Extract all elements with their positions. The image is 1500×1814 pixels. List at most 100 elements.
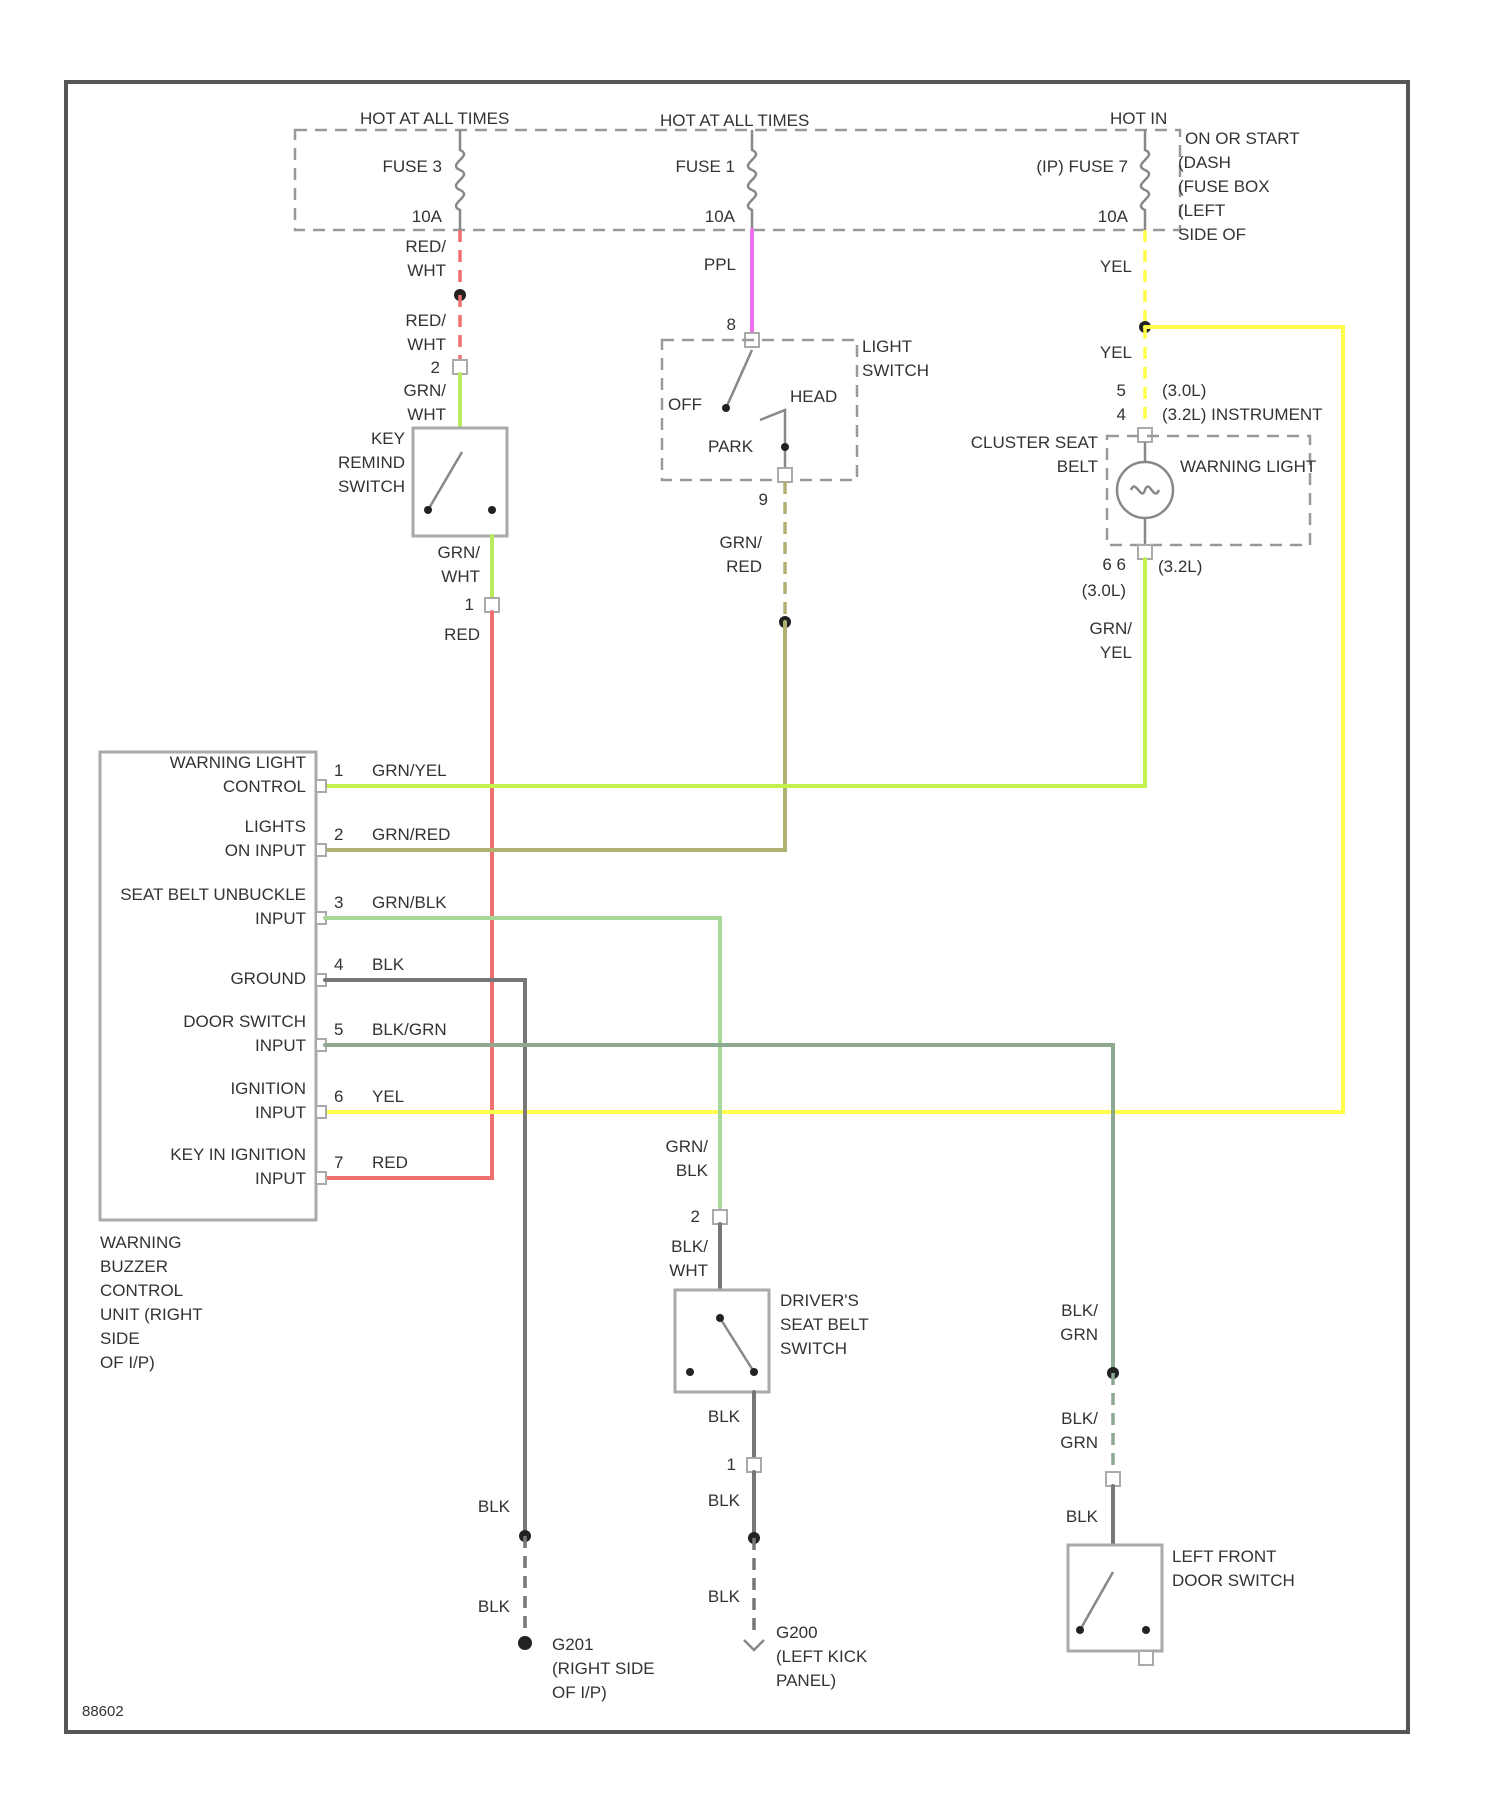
key-remind-switch-contact-2: [488, 506, 496, 514]
fuse-box-label-1: (DASH: [1178, 153, 1231, 172]
light-switch-park-dot: [781, 443, 789, 451]
ground-g201-label-3: OF I/P): [552, 1683, 607, 1702]
warning-light-label: WARNING LIGHT: [1180, 457, 1316, 476]
wire-red-wht-a-label-1: RED/: [405, 237, 446, 256]
buzzer-wire-color: GRN/YEL: [372, 761, 447, 780]
ground-g200-icon: [744, 1640, 764, 1650]
fuse-7-symbol: [1141, 130, 1149, 230]
seat-switch-pin-bottom: 1: [727, 1455, 736, 1474]
wire-blk-ground-label-2: BLK: [478, 1597, 511, 1616]
door-switch-contact-1: [1076, 1626, 1084, 1634]
buzzer-input-label: GROUND: [230, 969, 306, 988]
fuse-1-symbol: [748, 130, 756, 230]
light-switch-pin-top: 8: [727, 315, 736, 334]
key-remind-switch-box: [413, 428, 507, 536]
buzzer-wire-color: BLK/GRN: [372, 1020, 447, 1039]
cluster-label-1: CLUSTER SEAT: [971, 433, 1098, 452]
buzzer-pin-number: 4: [334, 955, 343, 974]
fuse-7-amp: 10A: [1098, 207, 1129, 226]
fuse-3-amp: 10A: [412, 207, 443, 226]
wire-yel-label-2: YEL: [1100, 343, 1132, 362]
key-remind-switch-contact-1: [424, 506, 432, 514]
cluster-variant-1: (3.0L): [1162, 381, 1206, 400]
buzzer-input-label-2: ON INPUT: [225, 841, 306, 860]
buzzer-caption-1: WARNING: [100, 1233, 182, 1252]
left-front-door-switch-box: [1068, 1545, 1162, 1651]
fuse-box-label-2: (FUSE BOX: [1178, 177, 1270, 196]
wire-grn-red-label-2: RED: [726, 557, 762, 576]
door-switch-label-2: DOOR SWITCH: [1172, 1571, 1295, 1590]
wire-red-label: RED: [444, 625, 480, 644]
ground-g200-label-3: PANEL): [776, 1671, 836, 1690]
fuse-feed-2: HOT AT ALL TIMES: [660, 111, 809, 130]
buzzer-wire-color: BLK: [372, 955, 405, 974]
light-switch-park: PARK: [708, 437, 754, 456]
fuse-feed-3-cont: ON OR START: [1185, 129, 1300, 148]
wire-blk-ground: [325, 980, 525, 1536]
buzzer-wire-color: RED: [372, 1153, 408, 1172]
key-remind-label-1: KEY: [371, 429, 405, 448]
buzzer-pin-number: 7: [334, 1153, 343, 1172]
buzzer-pin-number: 2: [334, 825, 343, 844]
wire-blk-wht-label-2: WHT: [669, 1261, 708, 1280]
buzzer-input-label: LIGHTS: [245, 817, 306, 836]
wire-blk-ground-label-1: BLK: [478, 1497, 511, 1516]
light-switch-title-1: LIGHT: [862, 337, 912, 356]
key-switch-pin-bottom: 1: [465, 595, 474, 614]
buzzer-input-label: KEY IN IGNITION: [170, 1145, 306, 1164]
buzzer-caption-4: UNIT (RIGHT: [100, 1305, 203, 1324]
seat-switch-label-1: DRIVER'S: [780, 1291, 859, 1310]
buzzer-input-label-2: INPUT: [255, 909, 306, 928]
fuse-feed-1: HOT AT ALL TIMES: [360, 109, 509, 128]
cluster-pin-66: 6 6: [1102, 555, 1126, 574]
wire-grn-blk-label-2: BLK: [676, 1161, 709, 1180]
buzzer-input-label-2: INPUT: [255, 1169, 306, 1188]
light-switch-off: OFF: [668, 395, 702, 414]
warning-lamp-filament: [1131, 487, 1159, 494]
door-switch-contact-2: [1142, 1626, 1150, 1634]
buzzer-pin-number: 3: [334, 893, 343, 912]
fuse-box-label-3: (LEFT: [1178, 201, 1225, 220]
cluster-variant-3: (3.2L): [1158, 557, 1202, 576]
wire-blk-grn-label-2: GRN: [1060, 1325, 1098, 1344]
seat-switch-connector-bottom: [747, 1458, 761, 1472]
buzzer-pin-terminal: [316, 1106, 326, 1118]
light-switch-head: HEAD: [790, 387, 837, 406]
wire-red-wht-a-label-2: WHT: [407, 261, 446, 280]
buzzer-pin-number: 6: [334, 1087, 343, 1106]
key-switch-connector-bottom: [485, 598, 499, 612]
seat-belt-switch-contact-1: [716, 1314, 724, 1322]
buzzer-wire-color: YEL: [372, 1087, 404, 1106]
fuse-feed-3: HOT IN: [1110, 109, 1167, 128]
cluster-pin-4: 4: [1117, 405, 1126, 424]
wire-grn-yel: [325, 559, 1145, 786]
door-switch-connector: [1106, 1472, 1120, 1486]
light-switch-connector-bottom: [778, 468, 792, 482]
light-switch-pivot: [722, 404, 730, 412]
buzzer-input-label: WARNING LIGHT: [170, 753, 306, 772]
fuse-3-label: FUSE 3: [382, 157, 442, 176]
ground-g201-label-1: G201: [552, 1635, 594, 1654]
cluster-connector-bottom: [1138, 545, 1152, 559]
drivers-seat-belt-switch-box: [675, 1290, 769, 1392]
wire-grn-red-label-1: GRN/: [720, 533, 763, 552]
key-remind-label-3: SWITCH: [338, 477, 405, 496]
figure-id: 88602: [82, 1703, 124, 1720]
wire-blk-seat-b-label: BLK: [708, 1491, 741, 1510]
seat-switch-pin-top: 2: [691, 1207, 700, 1226]
wire-grn-yel-label-1: GRN/: [1090, 619, 1133, 638]
fuse-1-label: FUSE 1: [675, 157, 735, 176]
fuse-1-amp: 10A: [705, 207, 736, 226]
seat-switch-connector-top: [713, 1210, 727, 1224]
buzzer-input-label: DOOR SWITCH: [183, 1012, 306, 1031]
buzzer-pin-terminal: [316, 780, 326, 792]
wire-blk-door-label: BLK: [1066, 1507, 1099, 1526]
buzzer-pin-number: 5: [334, 1020, 343, 1039]
wire-blk-seat-c-label: BLK: [708, 1587, 741, 1606]
key-switch-pin-top: 2: [431, 358, 440, 377]
buzzer-caption-5: SIDE: [100, 1329, 140, 1348]
wire-blk-seat-a-label: BLK: [708, 1407, 741, 1426]
fuse-7-label: (IP) FUSE 7: [1036, 157, 1128, 176]
wire-yel-label-1: YEL: [1100, 257, 1132, 276]
wire-blk-grn-label-1: BLK/: [1061, 1301, 1098, 1320]
